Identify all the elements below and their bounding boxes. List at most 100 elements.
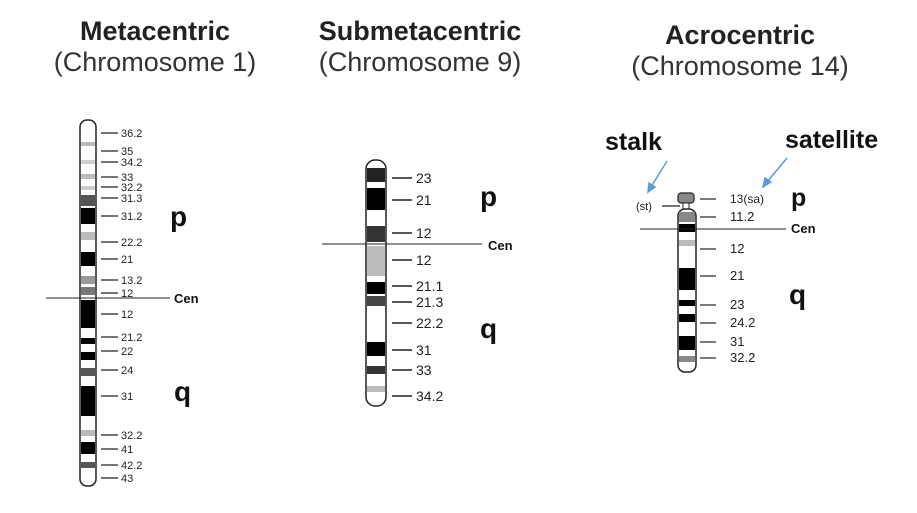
stalk-arrow [650, 160, 668, 188]
band-label: 23 [730, 297, 744, 312]
band [367, 226, 385, 242]
band [81, 232, 95, 240]
chromosome-type: Metacentric [79, 16, 231, 46]
band [81, 287, 95, 295]
q-arm-label: q [174, 376, 191, 407]
band [81, 208, 95, 224]
band [81, 368, 95, 376]
chromosome-type: Submetacentric [318, 16, 522, 46]
band [367, 366, 385, 374]
chromosome-14: Cen (st) 13(sa) 11.2 12 21 23 24.2 31 32… [605, 126, 878, 373]
satellite-arrowhead [761, 176, 773, 189]
band-label: 33 [416, 362, 432, 378]
band [81, 352, 95, 360]
band [81, 442, 95, 454]
annotation-arrows [647, 157, 788, 194]
stalk-annotation: stalk [605, 128, 662, 156]
band [679, 356, 695, 362]
p-arm-label: p [791, 184, 806, 212]
band-label: 22.2 [121, 237, 142, 249]
band [81, 186, 95, 190]
chromosome-9: Cen 23 21 12 12 21.1 21.3 22.2 31 33 34.… [322, 159, 513, 407]
band [81, 160, 95, 164]
band [679, 336, 695, 350]
band-label: 21.2 [121, 332, 142, 344]
band-label: 31 [121, 391, 133, 403]
title-submetacentric: Submetacentric (Chromosome 9) [285, 16, 555, 78]
centromere-label: Cen [488, 238, 513, 253]
band [367, 342, 385, 356]
band-label: 24.2 [730, 315, 755, 330]
band-label: 31.2 [121, 211, 142, 223]
band-ticks [101, 132, 118, 479]
satellite-knob [677, 192, 695, 204]
q-arm-label: q [480, 313, 497, 344]
title-metacentric: Metacentric (Chromosome 1) [10, 16, 300, 78]
band-label: 21.1 [416, 278, 443, 294]
band [81, 252, 95, 266]
band-label: 31.3 [121, 193, 142, 205]
band-label: 12 [416, 252, 432, 268]
band [679, 212, 695, 222]
band [679, 268, 695, 290]
band [679, 240, 695, 246]
band-label: 12 [416, 225, 432, 241]
band-ticks [392, 177, 412, 397]
band-label: 34.2 [121, 157, 142, 169]
band-labels: 23 21 12 12 21.1 21.3 22.2 31 33 34.2 [416, 170, 443, 404]
band-ticks [700, 198, 716, 359]
band [81, 462, 95, 468]
band-label: 23 [416, 170, 432, 186]
band-label: 12 [121, 288, 133, 300]
band-label: 13.2 [121, 275, 142, 287]
band [81, 195, 95, 206]
band [679, 314, 695, 322]
band [81, 174, 95, 179]
band-label: 13(sa) [730, 192, 764, 206]
band-label: 34.2 [416, 388, 443, 404]
band [679, 224, 695, 232]
band-label: 36.2 [121, 128, 142, 140]
band-label: 11.2 [730, 209, 754, 224]
band-label: 21 [730, 268, 744, 283]
satellite-arrow [766, 157, 788, 183]
band-label: 31 [416, 342, 432, 358]
band [81, 142, 95, 146]
chromosome-subtitle: (Chromosome 1) [53, 47, 257, 77]
chromosome-1: Cen 36.2 35 34.2 33 32.2 31.3 31.2 22.2 … [46, 119, 199, 487]
band-label: 22.2 [416, 315, 443, 331]
band-label: 22 [121, 346, 133, 358]
centromere-label: Cen [174, 291, 199, 306]
band [81, 300, 95, 328]
band [81, 386, 95, 416]
band-label: 21 [121, 254, 133, 266]
band [367, 188, 385, 210]
band-label: 32.2 [121, 182, 142, 194]
band-label: 32.2 [121, 430, 142, 442]
band [81, 276, 95, 284]
stalk-segment [682, 202, 690, 210]
chromosome-subtitle: (Chromosome 9) [318, 47, 522, 77]
chromosome-outline [677, 208, 697, 373]
band [367, 246, 385, 276]
band-label: 21.3 [416, 294, 443, 310]
p-arm-label: p [170, 201, 187, 232]
chromosome-type: Acrocentric [664, 20, 816, 50]
chromosome-subtitle: (Chromosome 14) [631, 51, 849, 81]
band-label: 42.2 [121, 460, 142, 472]
band-label: 12 [121, 309, 133, 321]
band [81, 338, 95, 344]
q-arm-label: q [789, 279, 806, 310]
band-label: 31 [730, 334, 744, 349]
band [367, 386, 385, 392]
band-label: 12 [730, 241, 744, 256]
band-label: 35 [121, 146, 133, 158]
satellite-annotation: satellite [785, 126, 878, 154]
stalk-band-label: (st) [636, 201, 652, 213]
stalk-arrowhead [647, 181, 657, 194]
centromere-label: Cen [791, 221, 816, 236]
band-labels: 36.2 35 34.2 33 32.2 31.3 31.2 22.2 21 1… [121, 128, 142, 485]
band [367, 168, 385, 182]
band-label: 32.2 [730, 350, 755, 365]
